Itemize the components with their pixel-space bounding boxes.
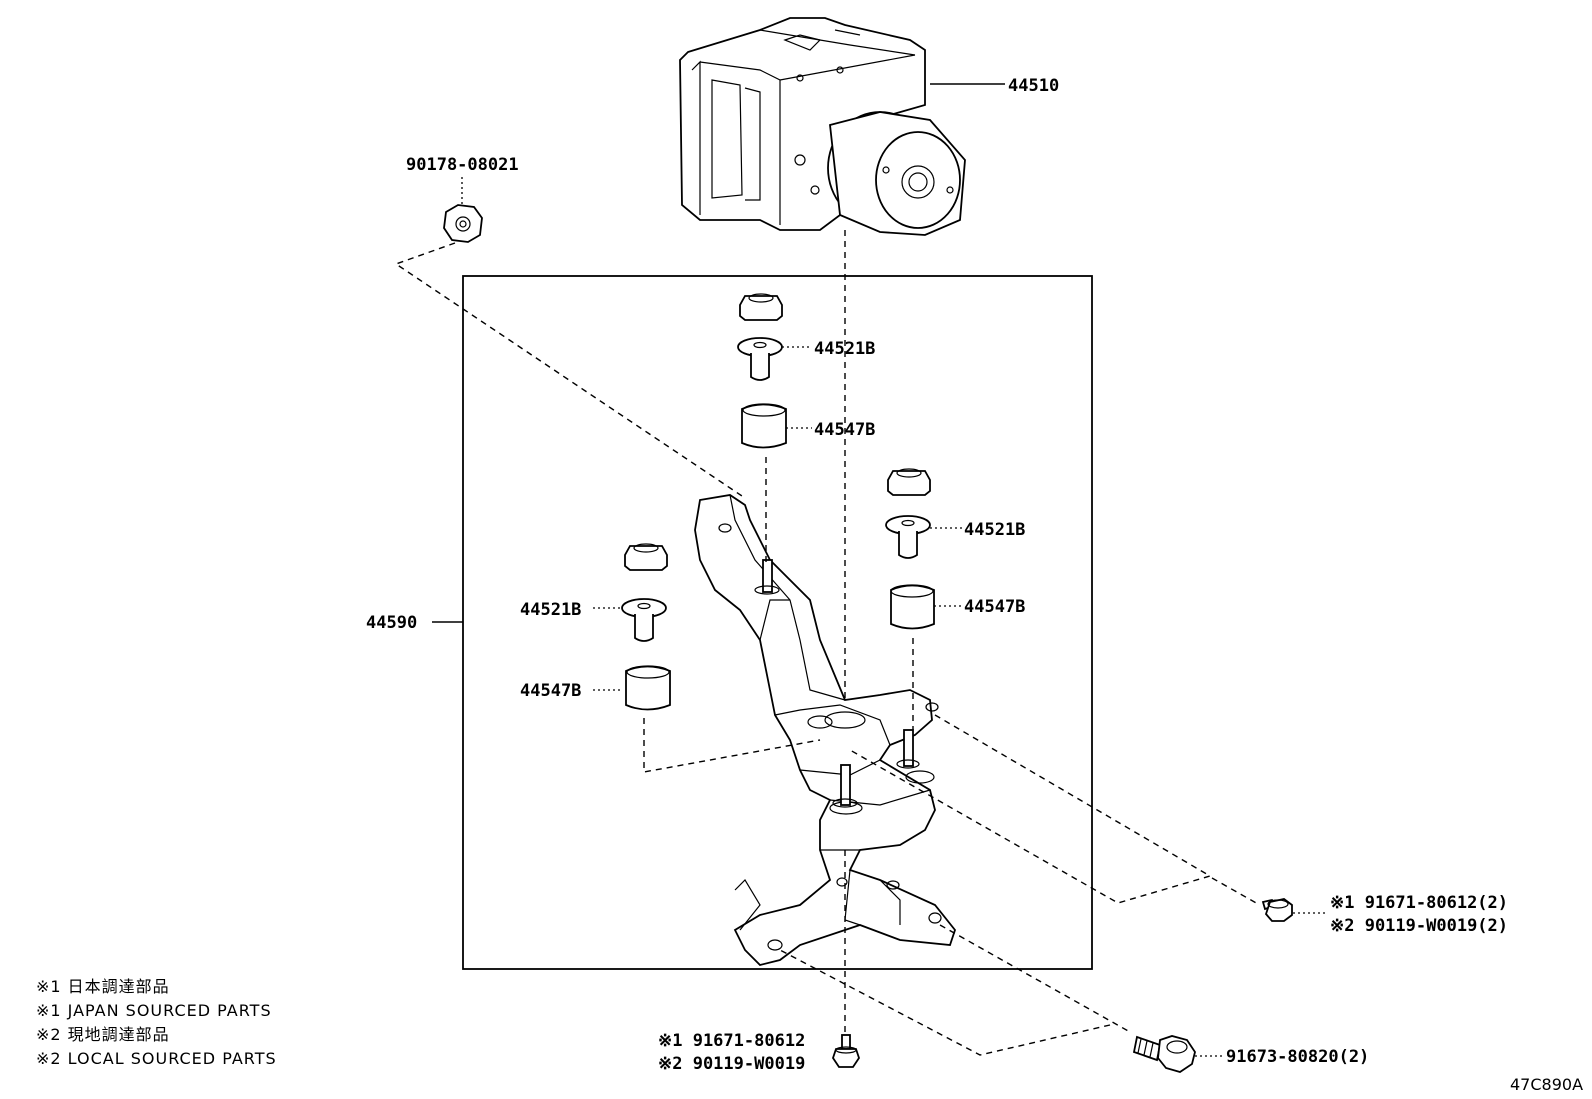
flange-nut[interactable]	[443, 204, 483, 243]
label-retainer-top: 44521B	[814, 339, 875, 359]
left-bushing-stack[interactable]	[621, 543, 671, 711]
label-bolt-bottom-2: ※2 90119-W0019	[658, 1054, 805, 1074]
small-bolt-bottom[interactable]	[832, 1034, 860, 1068]
small-bolt-right[interactable]	[1261, 898, 1293, 922]
label-hydraulic-unit: 44510	[1008, 76, 1059, 96]
abs-actuator[interactable]	[679, 17, 966, 236]
label-retainer-left: 44521B	[520, 600, 581, 620]
label-cushion-left: 44547B	[520, 681, 581, 701]
leader-lines	[432, 83, 1325, 1057]
legend-line-1: ※1 日本調達部品	[36, 977, 170, 996]
legend-line-4: ※2 LOCAL SOURCED PARTS	[36, 1049, 277, 1068]
legend-line-3: ※2 現地調達部品	[36, 1025, 170, 1044]
label-large-bolt: 91673-80820(2)	[1226, 1047, 1369, 1067]
label-cushion-right: 44547B	[964, 597, 1025, 617]
figure-id: 47C890A	[1510, 1075, 1583, 1094]
label-bolt-bottom-1: ※1 91671-80612	[658, 1031, 805, 1051]
large-bolt[interactable]	[1132, 1035, 1196, 1073]
legend-line-2: ※1 JAPAN SOURCED PARTS	[36, 1001, 272, 1020]
right-bushing-stack[interactable]	[885, 468, 935, 630]
top-bushing-stack[interactable]	[737, 293, 787, 449]
assembly-lines	[394, 230, 1259, 1056]
label-retainer-right: 44521B	[964, 520, 1025, 540]
label-nut: 90178-08021	[406, 155, 519, 175]
label-cushion-top: 44547B	[814, 420, 875, 440]
label-bolt-right-1: ※1 91671-80612(2)	[1330, 893, 1508, 913]
label-bracket-assy: 44590	[366, 613, 417, 633]
abs-bracket[interactable]	[694, 494, 957, 966]
label-bolt-right-2: ※2 90119-W0019(2)	[1330, 916, 1508, 936]
